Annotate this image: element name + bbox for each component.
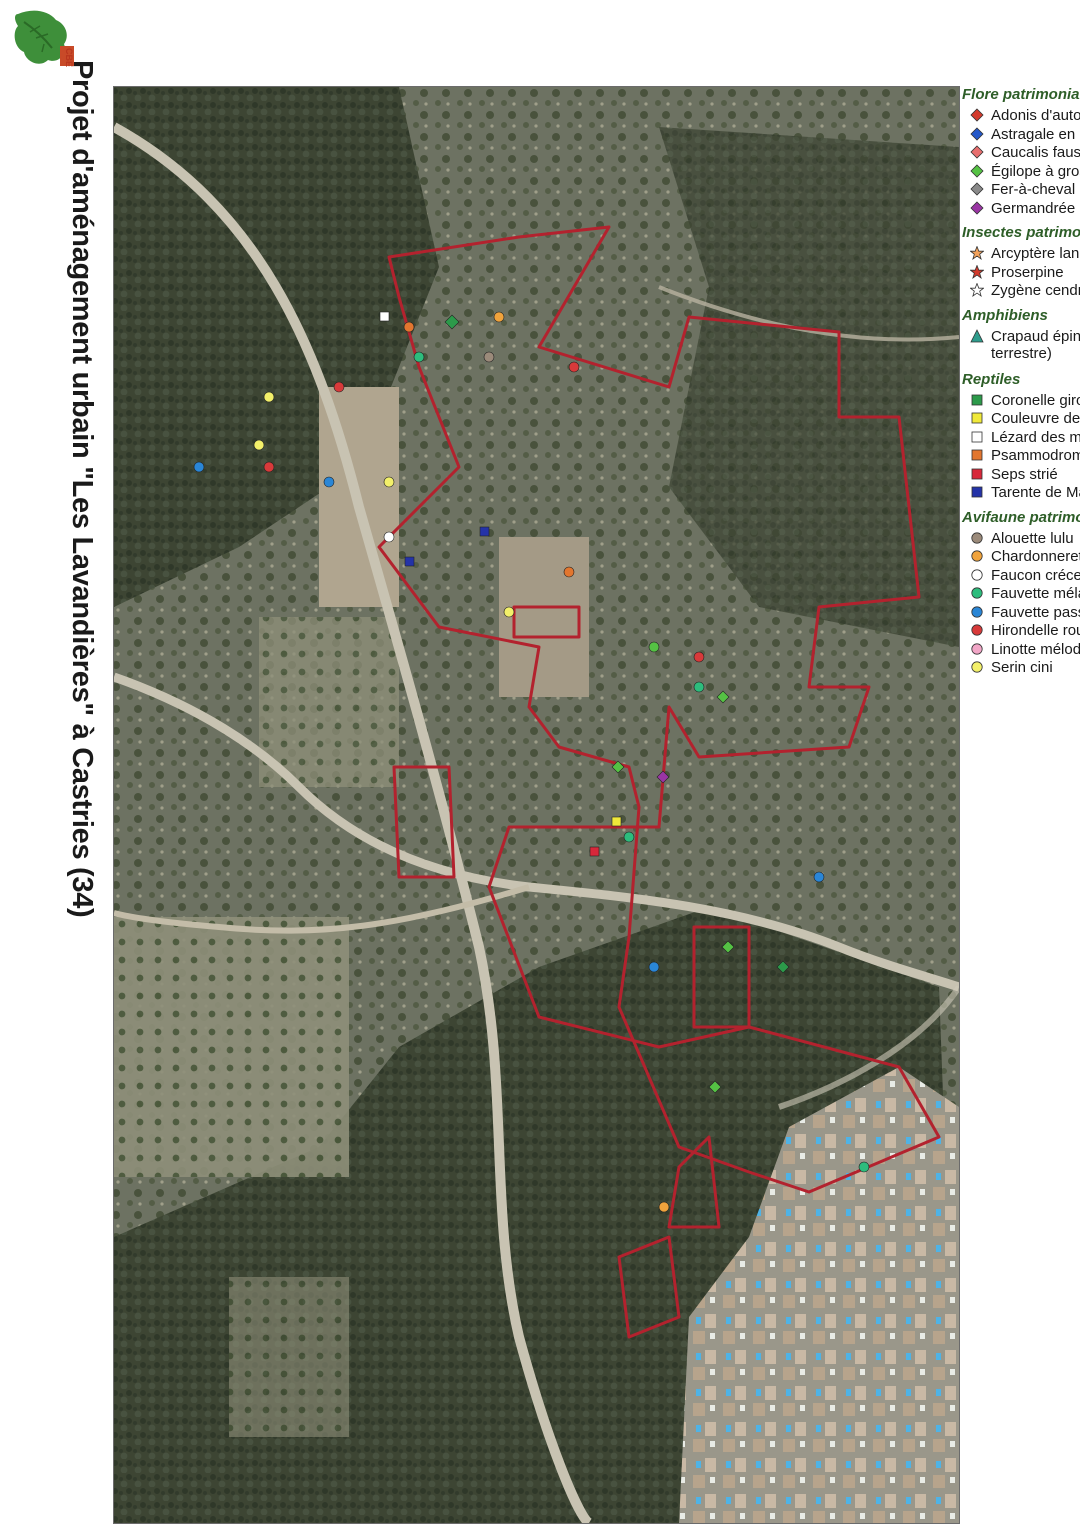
legend-item: Chardonneret élégant [962, 548, 1080, 566]
legend-item-label: Germandrée de la Clape [991, 199, 1080, 217]
logo-label: CBE [64, 48, 74, 68]
legend-item: Serin cini [962, 659, 1053, 677]
legend-item-label: Serin cini [991, 659, 1053, 676]
legend-item-label: Couleuvre de Montpellier [991, 410, 1080, 427]
legend-item: Seps strié [962, 466, 1058, 484]
legend-item: Astragale en étoile [962, 126, 1080, 144]
circle-symbol-icon [971, 624, 983, 636]
legend-item-label: Proserpine [991, 263, 1064, 281]
legend-item-label: Fer-à-cheval cilié [991, 181, 1080, 198]
circle-symbol-icon [971, 550, 983, 562]
legend-item-label: Psammodrome d'Edwards [991, 447, 1080, 464]
diamond-symbol-icon [970, 163, 984, 178]
legend-item: Germandrée de la Clape [962, 200, 1080, 218]
compensation-perimeter [377, 225, 941, 1339]
star-symbol-icon [969, 263, 985, 279]
legend-item-label: Adonis d'automne [991, 107, 1080, 124]
legend-item: Fauvette mélanocéphale [962, 585, 1080, 603]
legend-item-label: Fauvette mélanocéphale [991, 585, 1080, 602]
square-symbol-icon [971, 468, 983, 479]
legend-item-label: Caucalis fausse Carotte [991, 144, 1080, 161]
legend-item-label: Faucon crécerelle [991, 566, 1080, 584]
legend-item: Alouette lulu [962, 530, 1074, 548]
circle-symbol-icon [971, 568, 983, 581]
diamond-symbol-icon [970, 126, 984, 141]
legend-item-label: Hirondelle rousseline (chasse) [991, 622, 1080, 639]
square-symbol-icon [971, 431, 983, 442]
satellite-map [113, 86, 960, 1524]
legend-item-label: Linotte mélodieuse [991, 640, 1080, 658]
observation-markers [114, 311, 870, 1213]
legend-item-label: Seps strié [991, 465, 1058, 483]
square-symbol-icon [971, 486, 983, 498]
legend-item: Zygène cendrée [962, 282, 1080, 300]
map-canvas [114, 87, 959, 1523]
circle-symbol-icon [971, 642, 983, 655]
diamond-symbol-icon [970, 108, 984, 122]
legend-item-label-cont: terrestre) [991, 345, 1052, 362]
circle-symbol-icon [971, 587, 983, 599]
legend-item: Couleuvre de Montpellier [962, 410, 1080, 428]
legend-item: Proserpine [962, 264, 1064, 282]
square-symbol-icon [971, 449, 983, 461]
legend-item-label: Égilope à grosses arêtes [991, 162, 1080, 180]
legend-section-heading: Flore patrimoniale [962, 86, 1080, 103]
diamond-symbol-icon [970, 200, 984, 215]
legend-item: Caucalis fausse Carotte [962, 144, 1080, 162]
circle-symbol-icon [971, 531, 983, 544]
legend-section-heading: Amphibiens [962, 306, 1048, 324]
legend-item: Tarente de Maurétanie [962, 484, 1080, 502]
diamond-symbol-icon [970, 145, 984, 159]
square-symbol-icon [971, 412, 983, 424]
legend-item: Adonis d'automne [962, 107, 1080, 125]
legend-item: Coronelle girondine [962, 392, 1080, 410]
legend-item: Psammodrome d'Edwards [962, 447, 1080, 465]
legend-item-label: Coronelle girondine [991, 391, 1080, 409]
diamond-symbol-icon [970, 182, 984, 196]
legend-item: Faucon crécerelle [962, 567, 1080, 585]
circle-symbol-icon [971, 661, 983, 673]
legend-item-label: Chardonneret élégant [991, 548, 1080, 565]
square-symbol-icon [971, 394, 983, 405]
cbe-logo [14, 10, 74, 66]
legend-item: Arcyptère languedocienne [962, 245, 1080, 263]
legend-item-label: Lézard des murailles [991, 428, 1080, 446]
legend-item-label: Arcyptère languedocienne [991, 245, 1080, 262]
star-symbol-icon [969, 245, 985, 260]
legend-item: Fer-à-cheval cilié [962, 181, 1080, 199]
legend-section-heading: Insectes patrimoniaux [962, 224, 1080, 241]
legend-section-heading: Avifaune patrimoniale [962, 508, 1080, 526]
legend-item-label: Tarente de Maurétanie [991, 484, 1080, 501]
star-symbol-icon [969, 282, 985, 297]
legend-item-label: Fauvette passerinette [991, 603, 1080, 621]
legend-item-label: Crapaud épineux (phase [991, 327, 1080, 345]
legend-item-label: Astragale en étoile [991, 125, 1080, 143]
page-title: Projet d'aménagement urbain "Les Lavandi… [66, 60, 98, 918]
legend-item: Fauvette passerinette [962, 604, 1080, 622]
legend-item-label: Zygène cendrée [991, 282, 1080, 299]
legend-item: Lézard des murailles [962, 429, 1080, 447]
legend-item: Linotte mélodieuse [962, 641, 1080, 659]
legend-item: Hirondelle rousseline (chasse) [962, 622, 1080, 640]
legend-item: Égilope à grosses arêtes [962, 163, 1080, 181]
legend-item-label: Alouette lulu [991, 529, 1074, 547]
legend-section-heading: Reptiles [962, 370, 1021, 388]
triangle-symbol-icon [970, 328, 984, 342]
circle-symbol-icon [971, 605, 983, 618]
legend-item: Crapaud épineux (phase [962, 328, 1080, 346]
